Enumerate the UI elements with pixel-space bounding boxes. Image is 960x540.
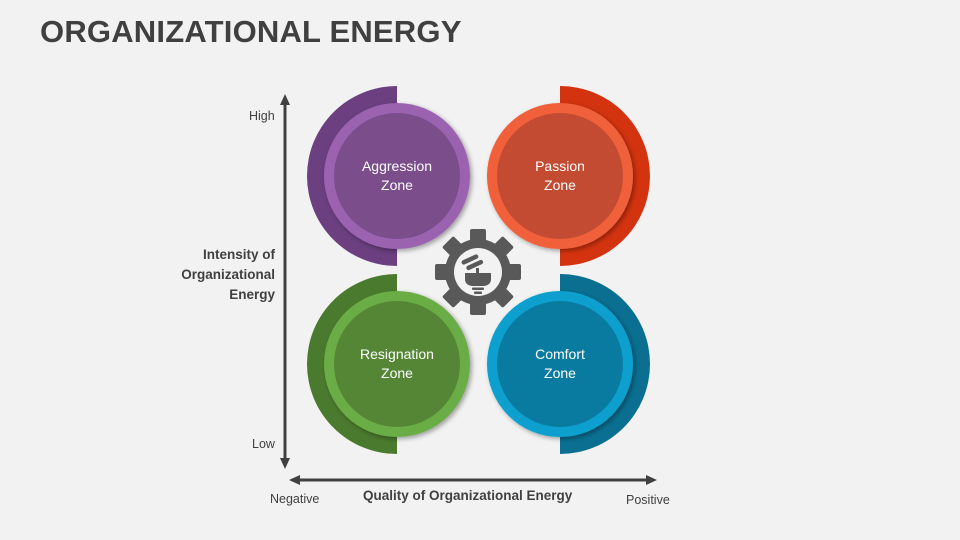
page-title: ORGANIZATIONAL ENERGY (40, 14, 462, 49)
x-axis-title: Quality of Organizational Energy (363, 488, 573, 503)
x-axis-negative-label: Negative (270, 492, 320, 506)
aggression-zone-label: Aggression Zone (361, 158, 433, 193)
y-axis-low-label: Low (252, 437, 275, 451)
x-axis-arrow (289, 475, 657, 485)
x-axis-positive-label: Positive (626, 493, 670, 507)
aggression-zone (307, 86, 470, 266)
comfort-zone (487, 274, 650, 454)
resignation-zone-label: Resignation Zone (360, 346, 434, 381)
gear-lightbulb-icon (435, 229, 521, 315)
passion-zone (487, 86, 650, 266)
comfort-zone-label: Comfort Zone (535, 346, 585, 381)
y-axis-title: Intensity of Organizational Energy (181, 247, 275, 302)
resignation-zone (307, 274, 470, 454)
y-axis-arrow (280, 94, 290, 469)
passion-zone-label: Passion Zone (535, 158, 585, 193)
y-axis-high-label: High (249, 109, 275, 123)
